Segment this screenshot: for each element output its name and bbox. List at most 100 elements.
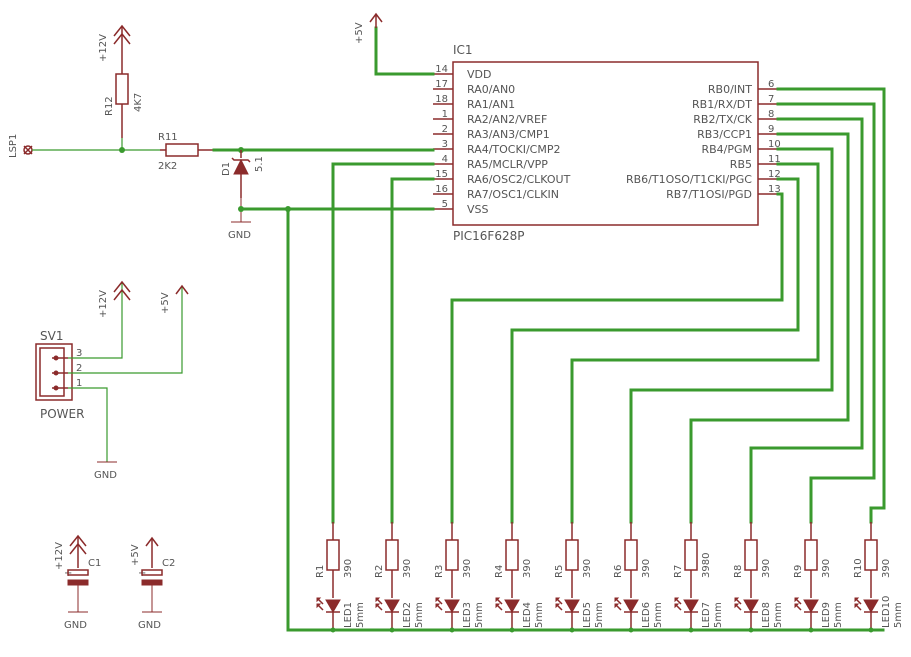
d1-value: 5.1 <box>254 156 265 172</box>
ic1-pin-label: RA2/AN2/VREF <box>467 113 547 126</box>
resistor-body <box>385 539 399 571</box>
supply-12v-label-c1: +12V <box>54 542 65 570</box>
sv1-body <box>35 343 73 401</box>
led-body <box>743 599 759 613</box>
ic1-pin-label: RA6/OSC2/CLKOUT <box>467 173 571 186</box>
led-body <box>384 599 400 613</box>
ic1-pin-label: RB6/T1OSO/T1CKI/PGC <box>626 173 752 186</box>
ic1-pin-number: 6 <box>768 79 774 90</box>
led-body <box>444 599 460 613</box>
wire-rb4-r6 <box>629 147 834 524</box>
led-value: 5mm <box>833 602 844 628</box>
ic1-pin-number: 13 <box>768 184 781 195</box>
ic1-pin-number: 12 <box>768 169 781 180</box>
resistor-value: 390 <box>522 559 533 578</box>
vdd-wire <box>374 26 435 76</box>
led-ground-rail <box>286 207 885 632</box>
wire-rb7-r3 <box>450 192 784 524</box>
d1-body <box>233 158 249 175</box>
resistor-value: 390 <box>641 559 652 578</box>
ic1-pin-number: 2 <box>442 124 448 135</box>
ic1-pin-number: 5 <box>442 199 448 210</box>
r12-body <box>115 73 129 105</box>
resistor-value: 390 <box>821 559 832 578</box>
resistor-name: R4 <box>494 565 505 578</box>
ic1-pin-number: 7 <box>768 94 774 105</box>
resistor-name: R9 <box>793 565 804 578</box>
wire-rb6-r4 <box>510 177 800 524</box>
c1-plate-top <box>67 569 89 576</box>
ic1-pin-label: RA5/MCLR/VPP <box>467 158 548 171</box>
resistor-body <box>326 539 340 571</box>
ic1-pin-label: VSS <box>467 203 489 216</box>
r12-name: R12 <box>104 96 115 116</box>
ic1-pin-number: 3 <box>442 139 448 150</box>
led-value: 5mm <box>355 602 366 628</box>
ic1-pin-label: VDD <box>467 68 491 81</box>
r11-name: R11 <box>158 132 178 143</box>
ic1-pin-label: RB7/T1OSI/PGD <box>666 188 752 201</box>
supply-12v-label-sv1: +12V <box>98 290 109 318</box>
ic1-pin-number: 14 <box>435 64 448 75</box>
led-name: LED4 <box>522 602 533 628</box>
resistor-value: 390 <box>761 559 772 578</box>
ic1-pin-number: 18 <box>435 94 448 105</box>
led-value: 5mm <box>713 602 724 628</box>
ic1-pin-label: RB0/INT <box>708 83 752 96</box>
led-name: LED7 <box>701 602 712 628</box>
supply-12v-label-r12: +12V <box>98 34 109 62</box>
c2-name: C2 <box>162 558 175 569</box>
c1: +12V + C1 GND <box>54 534 101 631</box>
resistor-body <box>864 539 878 571</box>
resistor-name: R2 <box>374 565 385 578</box>
ic1-pin-number: 17 <box>435 79 448 90</box>
gnd-label-d1: GND <box>228 230 251 241</box>
resistor-name: R7 <box>673 565 684 578</box>
supply-5v-label-top: +5V <box>354 22 365 44</box>
sv1-value: POWER <box>40 407 84 421</box>
led-value: 5mm <box>773 602 784 628</box>
c2-plate-bottom <box>141 579 163 586</box>
input-network: LSP1 R11 2K2 <box>8 132 435 172</box>
sv1-pin-3: 3 <box>76 348 82 359</box>
resistor-value: 390 <box>462 559 473 578</box>
r11-value: 2K2 <box>158 161 177 172</box>
led-body <box>803 599 819 613</box>
ic1-pin-number: 4 <box>442 154 448 165</box>
wire-rb2-r8 <box>749 117 864 524</box>
ic1-pin-label: RA7/OSC1/CLKIN <box>467 188 559 201</box>
resistor-body <box>744 539 758 571</box>
led-body <box>683 599 699 613</box>
led-body <box>863 599 879 613</box>
led-value: 5mm <box>893 602 904 628</box>
c2: +5V + C2 GND <box>130 536 175 631</box>
ground-bus <box>238 206 885 632</box>
ic1-pin-number: 1 <box>442 109 448 120</box>
led-body <box>564 599 580 613</box>
resistor-value: 390 <box>582 559 593 578</box>
wire-ra7-r2 <box>390 177 435 524</box>
resistor-value: 390 <box>343 559 354 578</box>
led-value: 5mm <box>534 602 545 628</box>
c1-name: C1 <box>88 558 101 569</box>
resistor-name: R3 <box>434 565 445 578</box>
ic1-pin-label: RA0/AN0 <box>467 83 515 96</box>
ic1-pin-number: 8 <box>768 109 774 120</box>
led-name: LED9 <box>821 602 832 628</box>
supply-5v-symbol-sv1 <box>175 284 189 295</box>
supply-5v-symbol <box>369 12 383 28</box>
sv1: SV1 POWER 3 2 1 +12V +5V GND <box>35 280 189 481</box>
rb-led-nets <box>450 87 886 524</box>
led-name: LED3 <box>462 602 473 628</box>
led-value: 5mm <box>594 602 605 628</box>
